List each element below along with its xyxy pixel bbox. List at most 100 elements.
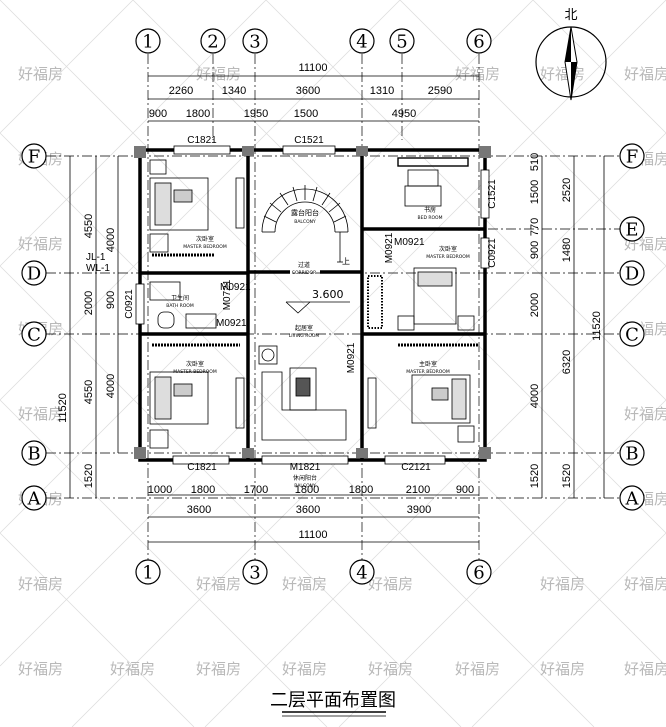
dim-bottom-total: 11100 — [299, 529, 328, 541]
axis-label: 1 — [142, 563, 153, 584]
opening-labels: C1821 C1521 C1521 C0921 C0921 C1821 M182… — [86, 135, 498, 473]
pipe-code: JL-1 — [86, 252, 106, 263]
room-master-br-en: MASTER BEDROOM — [406, 369, 450, 375]
dim-right-mid: 1480 — [561, 238, 573, 262]
watermark: 好福房 — [540, 575, 585, 593]
watermark: 好福房 — [624, 405, 666, 423]
axis-label: A — [27, 489, 42, 510]
room-living: 起居室 — [295, 324, 313, 332]
room-master-br: 主卧室 — [419, 360, 437, 368]
room-living-en: LIVING ROOM — [289, 333, 320, 339]
door-code: M0921 — [216, 318, 247, 329]
room-study-en: BED ROOM — [418, 215, 443, 221]
axis-label: 4 — [356, 563, 367, 584]
watermark: 好福房 — [18, 65, 63, 83]
room-balcony-en: BALCONY — [294, 219, 316, 225]
room-balcony: 露台阳台 — [291, 208, 319, 217]
elevation-label: 3.600 — [312, 288, 344, 301]
north-label: 北 — [564, 8, 577, 23]
spiral-stair — [261, 185, 349, 263]
axis-label: 1 — [142, 32, 153, 53]
room-master-bl-en: MASTER BEDROOM — [173, 369, 217, 375]
dim-left-inner: 900 — [105, 291, 117, 309]
watermark: 好福房 — [455, 65, 500, 83]
axis-label: A — [625, 489, 640, 510]
axis-bubbles-bottom: 1 3 4 6 — [135, 559, 492, 585]
watermark: 好福房 — [18, 660, 63, 678]
windows — [135, 145, 490, 465]
dim-right-inner: 2000 — [529, 293, 541, 317]
axis-label: D — [27, 264, 41, 285]
room-terrace: 休闲阳台 — [293, 474, 317, 482]
dim-top-2: 900 — [149, 108, 167, 120]
room-master-bl: 次卧室 — [186, 360, 204, 368]
dim-right-inner: 770 — [529, 218, 541, 236]
dim-top-1: 2590 — [428, 85, 452, 97]
dim-left-inner: 4000 — [105, 374, 117, 398]
dim-right-inner: 900 — [529, 241, 541, 259]
dim-bottom-1: 1000 — [148, 484, 172, 496]
bottom-dimensions: 1000 1800 1700 1800 1800 2100 900 3600 3… — [148, 484, 479, 543]
watermark: 好福房 — [282, 575, 327, 593]
axis-label: C — [27, 325, 41, 346]
furniture — [149, 157, 478, 449]
room-master-tl: 次卧室 — [196, 235, 214, 243]
dim-bottom-1: 900 — [456, 484, 474, 496]
dim-left-total: 11520 — [57, 393, 69, 423]
watermark: 好福房 — [196, 575, 241, 593]
right-dimensions: 510 1500 770 900 2000 4000 1520 2520 148… — [529, 153, 605, 498]
dim-left-outer: 4550 — [83, 380, 95, 404]
room-terrace-en: BALCONY — [294, 483, 316, 489]
dim-top-2: 4950 — [392, 108, 416, 120]
north-arrow: 北 — [535, 8, 607, 101]
dim-right-mid: 6320 — [561, 350, 573, 374]
axis-bubbles-right: F E D C B A — [619, 143, 645, 511]
dim-bottom-1: 1800 — [349, 484, 373, 496]
window-code: C1821 — [187, 135, 217, 146]
dim-right-inner: 510 — [529, 153, 541, 171]
watermark: 好福房 — [624, 660, 666, 678]
dim-bottom-2: 3600 — [187, 504, 211, 516]
axis-bubbles-top: 1 2 3 4 5 6 — [135, 28, 492, 54]
door-code: M1821 — [290, 462, 321, 473]
dim-bottom-1: 2100 — [406, 484, 430, 496]
dim-right-mid: 1520 — [561, 464, 573, 488]
door-code: M0721 — [222, 279, 233, 310]
room-labels: 露台阳台 BALCONY 书房 BED ROOM 次卧室 MASTER BEDR… — [166, 206, 470, 489]
dim-right-inner: 1500 — [529, 180, 541, 204]
watermark: 好福房 — [455, 660, 500, 678]
dim-bottom-1: 1800 — [295, 484, 319, 496]
axis-label: B — [625, 444, 638, 465]
watermark: 好福房 — [368, 660, 413, 678]
watermark: 好福房 — [540, 65, 585, 83]
dim-right-mid: 2520 — [561, 178, 573, 202]
window-code: C0921 — [487, 238, 498, 268]
window-code: C0921 — [124, 289, 135, 319]
watermark: 好福房 — [540, 660, 585, 678]
dim-bottom-2: 3900 — [407, 504, 431, 516]
watermark: 好福房 — [18, 405, 63, 423]
dim-bottom-2: 3600 — [296, 504, 320, 516]
axis-label: F — [626, 147, 639, 168]
watermark: 好福房 — [368, 575, 413, 593]
dim-top-2: 1800 — [186, 108, 210, 120]
dim-right-inner: 1520 — [529, 464, 541, 488]
room-master-r-en: MASTER BEDROOM — [426, 254, 470, 260]
dim-left-outer: 2000 — [83, 291, 95, 315]
window-code: C1521 — [294, 135, 324, 146]
watermark: 好福房 — [196, 65, 241, 83]
dim-bottom-1: 1800 — [191, 484, 215, 496]
axis-label: 3 — [249, 563, 260, 584]
axis-label: 3 — [249, 32, 260, 53]
window-code: C2121 — [401, 462, 431, 473]
left-dimensions: 11520 4550 2000 4550 1520 4000 900 4000 — [57, 156, 119, 498]
watermark: 好福房 — [110, 660, 155, 678]
window-code: C1821 — [187, 462, 217, 473]
axis-label: 5 — [396, 32, 407, 53]
dim-left-outer: 1520 — [83, 464, 95, 488]
dim-top-2: 1950 — [244, 108, 268, 120]
axis-label: 6 — [473, 32, 484, 53]
watermark: 好福房 — [196, 660, 241, 678]
